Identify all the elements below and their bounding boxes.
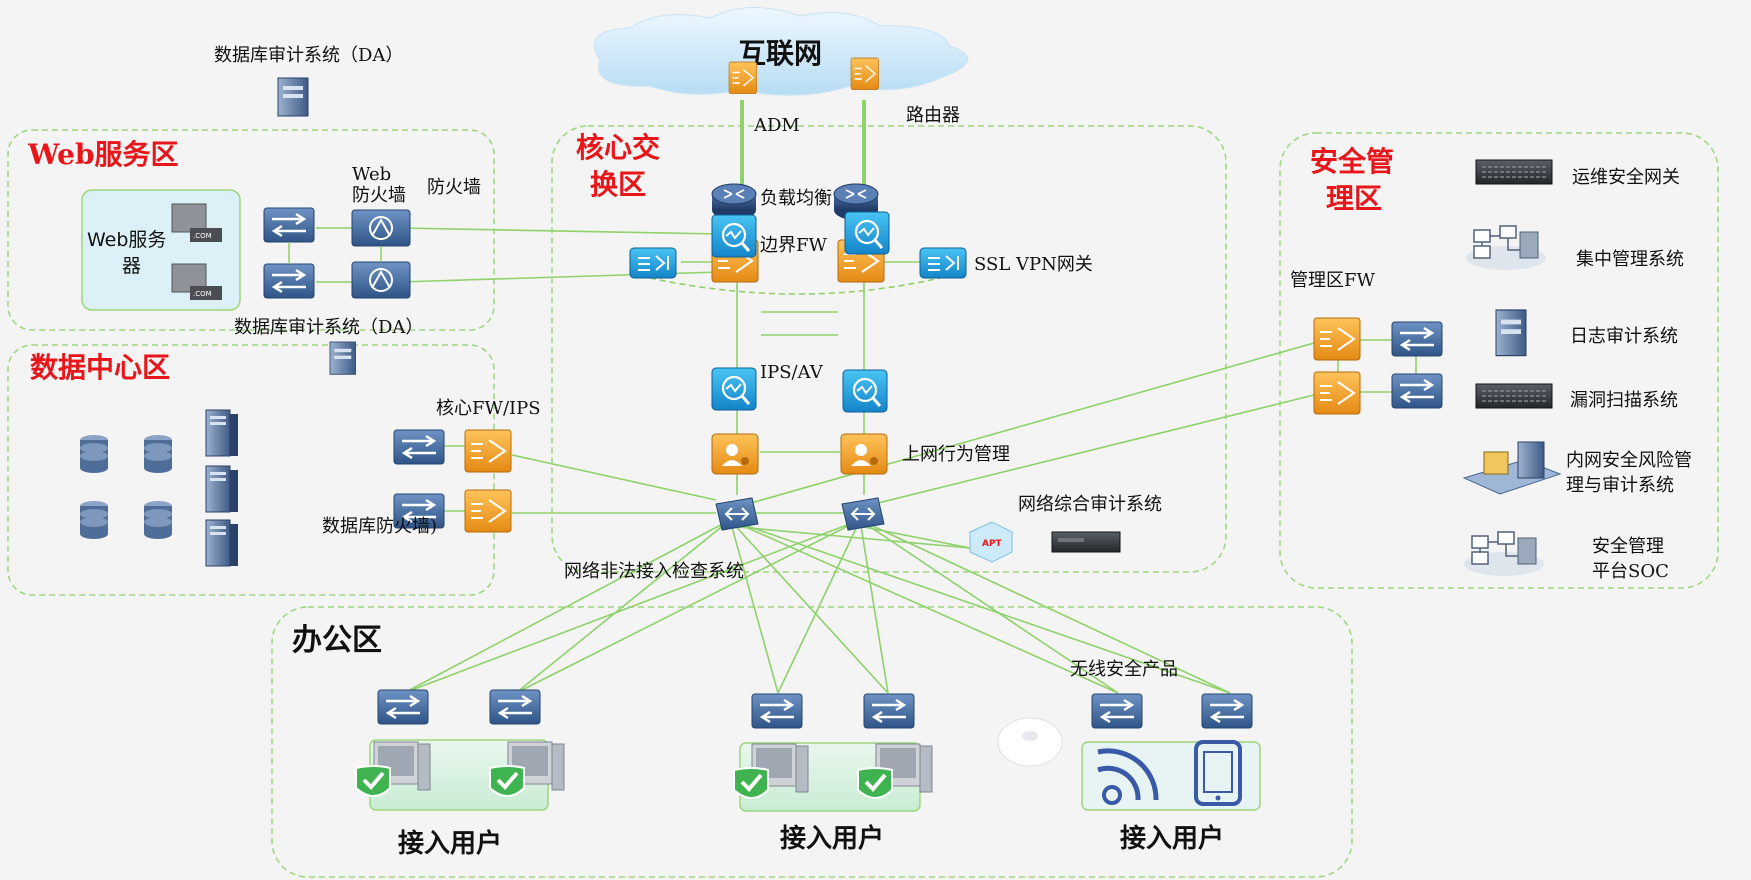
dc-server-1 xyxy=(205,409,239,457)
network-links xyxy=(316,100,1417,694)
behavior-mgmt-right xyxy=(840,433,888,475)
server-com-1: .COM xyxy=(193,232,212,240)
border-ips-left xyxy=(710,213,758,259)
server-com-2: .COM xyxy=(193,290,212,298)
label-behavior-mgmt: 上网行为管理 xyxy=(902,444,1010,465)
core-switch-right xyxy=(841,497,885,531)
label-web-fw-1: Web xyxy=(352,164,391,185)
db-storage-2 xyxy=(144,435,172,473)
db-storage-1 xyxy=(80,435,108,473)
db-firewall-device xyxy=(464,489,512,533)
core-fw-ips-1 xyxy=(464,429,512,473)
vpn-gateway-right xyxy=(919,247,967,279)
office-switches xyxy=(376,688,1254,730)
vuln-scan-device xyxy=(1475,383,1553,409)
db-storage-4 xyxy=(144,501,172,539)
label-da-mid: 数据库审计系统（DA） xyxy=(234,317,423,338)
zone-web-title: Web服务区 xyxy=(27,138,179,171)
label-vuln-scan: 漏洞扫描系统 xyxy=(1570,390,1678,411)
zone-borders xyxy=(7,125,1719,878)
web-switch-1 xyxy=(262,206,316,244)
label-net-audit: 网络综合审计系统 xyxy=(1018,494,1162,515)
label-illegal-access: 网络非法接入检查系统 xyxy=(564,561,744,582)
net-audit-appliance xyxy=(1051,531,1121,553)
label-border-fw: 边界FW xyxy=(760,235,827,256)
behavior-mgmt-left xyxy=(711,433,759,475)
label-soc-2: 平台SOC xyxy=(1592,561,1669,582)
ips-av-right xyxy=(841,368,889,414)
zone-office-border xyxy=(271,606,1353,878)
zone-security-border xyxy=(1279,132,1719,589)
label-fw: 防火墙 xyxy=(427,177,481,198)
mgmt-switch-1 xyxy=(1390,320,1444,358)
db-storage-3 xyxy=(80,501,108,539)
label-intranet-risk-2: 理与审计系统 xyxy=(1566,475,1674,496)
mgmt-fw-1 xyxy=(1313,317,1361,361)
vpn-gateway-left xyxy=(629,247,677,279)
label-da-top: 数据库审计系统（DA） xyxy=(214,45,403,66)
label-adm: ADM xyxy=(753,115,800,136)
wifi-icon xyxy=(1097,748,1159,805)
label-wireless: 无线安全产品 xyxy=(1070,659,1178,680)
internet-cloud: 互联网 xyxy=(593,7,969,96)
label-router: 路由器 xyxy=(906,105,960,126)
intranet-risk-device xyxy=(1462,441,1562,495)
web-switch-2 xyxy=(262,262,316,300)
label-db-firewall: 数据库防火墙) xyxy=(322,516,437,537)
zone-office-title: 办公区 xyxy=(292,623,382,658)
web-server-2: .COM xyxy=(171,263,222,300)
ips-av-left xyxy=(710,366,758,412)
web-firewall-2 xyxy=(351,261,411,299)
zone-datacenter-title: 数据中心区 xyxy=(30,351,170,384)
label-web-server-1: Web服务 xyxy=(87,229,166,251)
web-server-1: .COM xyxy=(171,203,222,242)
ops-gateway-device xyxy=(1475,159,1553,185)
label-intranet-risk-1: 内网安全风险管 xyxy=(1566,450,1692,471)
soc-device xyxy=(1463,531,1545,577)
mgmt-switch-2 xyxy=(1390,372,1444,410)
zone-core-title-2: 换区 xyxy=(590,168,646,201)
label-web-fw-2: 防火墙 xyxy=(352,185,406,206)
label-ssl-vpn: SSL VPN网关 xyxy=(974,254,1093,275)
zone-core-title-1: 核心交 xyxy=(576,131,660,164)
log-audit-device xyxy=(1495,309,1527,357)
wireless-ap-icon xyxy=(997,717,1063,767)
da-mid-device xyxy=(329,341,356,375)
core-switch-dc-1 xyxy=(392,428,446,466)
uplink-firewall-right xyxy=(850,57,880,91)
label-core-fw-ips: 核心FW/IPS xyxy=(436,398,541,419)
dc-server-3 xyxy=(205,519,239,567)
da-top-device xyxy=(277,77,309,117)
label-log-audit: 日志审计系统 xyxy=(1570,326,1678,347)
label-mgmt-fw: 管理区FW xyxy=(1290,270,1375,291)
core-switch-left xyxy=(715,497,759,531)
tablet-icon xyxy=(1194,740,1242,806)
web-firewall-1 xyxy=(351,209,411,247)
apt-detector: APT xyxy=(969,521,1013,563)
apt-label: APT xyxy=(982,539,1003,549)
border-ips-right xyxy=(843,210,891,256)
zone-security-title-1: 安全管 xyxy=(1310,145,1394,178)
label-load-balance: 负载均衡 xyxy=(760,188,832,209)
label-ops-gateway: 运维安全网关 xyxy=(1572,167,1680,188)
label-web-server-2: 器 xyxy=(122,255,141,277)
dc-server-2 xyxy=(205,465,239,513)
label-central-mgmt: 集中管理系统 xyxy=(1576,249,1684,270)
label-access-user-3: 接入用户 xyxy=(1120,823,1224,854)
label-access-user-2: 接入用户 xyxy=(780,823,884,854)
zone-datacenter-border xyxy=(7,344,495,596)
mgmt-fw-2 xyxy=(1313,371,1361,415)
central-mgmt-device xyxy=(1465,225,1547,271)
label-access-user-1: 接入用户 xyxy=(398,828,502,859)
label-ips-av: IPS/AV xyxy=(760,362,824,383)
zone-core-border xyxy=(551,125,1227,573)
web-links xyxy=(288,242,382,264)
uplink-firewall-left xyxy=(728,61,758,95)
label-soc-1: 安全管理 xyxy=(1592,536,1664,557)
zone-security-title-2: 理区 xyxy=(1326,182,1382,215)
